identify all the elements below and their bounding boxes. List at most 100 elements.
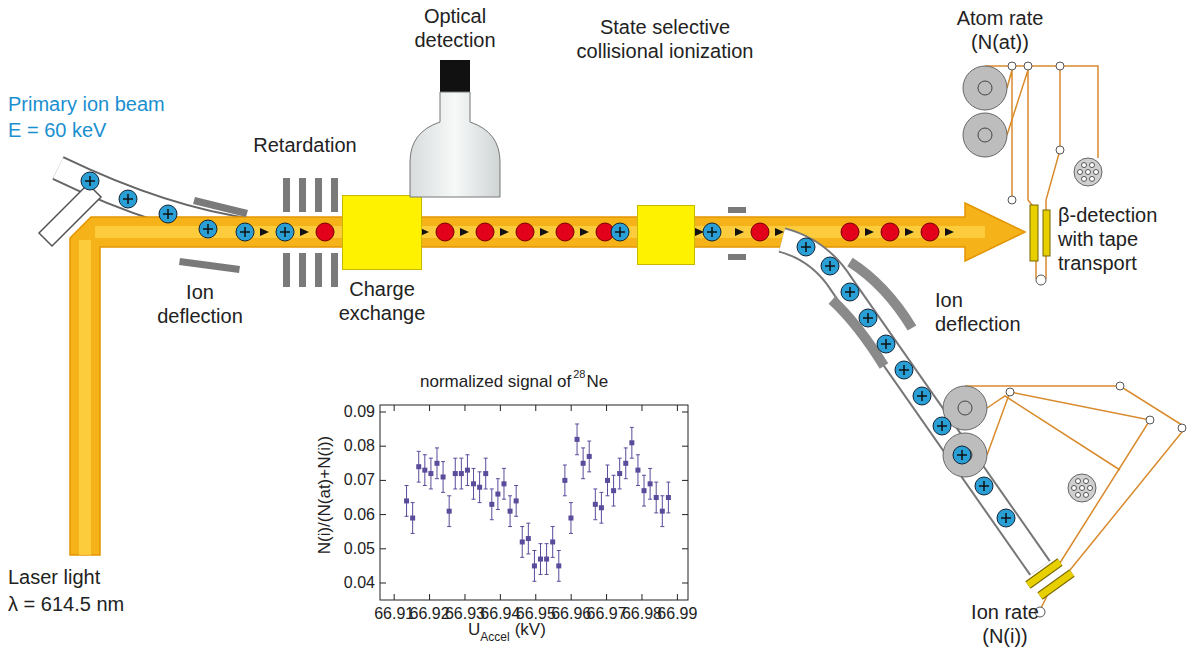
data-point: [599, 492, 604, 523]
small-electrodes: [728, 254, 746, 260]
x-tick-label: 66.95: [516, 604, 556, 623]
data-point: [635, 468, 640, 473]
ion: [899, 365, 909, 375]
data-point: [666, 482, 670, 513]
retardation-electrodes: [299, 253, 306, 287]
ion-tape-station: [1006, 388, 1014, 396]
atom-tape-station: [963, 62, 1102, 285]
data-point: [520, 527, 525, 558]
data-point: [453, 471, 458, 476]
ion: [975, 477, 993, 495]
ion: [163, 209, 173, 219]
ion-tape-station: [1040, 573, 1072, 596]
electrode-label: Ion deflection: [150, 280, 250, 328]
ion-tape-station: [1116, 382, 1124, 390]
beam-direction-arrow: [905, 228, 914, 236]
ion: [276, 223, 294, 241]
data-point: [538, 557, 543, 562]
data-point: [648, 468, 652, 499]
ion: [953, 446, 971, 464]
ion: [859, 309, 877, 327]
atom: [476, 223, 494, 241]
data-point: [551, 527, 555, 558]
x-tick-label: 66.93: [445, 604, 485, 623]
ion: [199, 220, 217, 238]
beam-direction-arrow: [865, 228, 874, 236]
data-point: [556, 563, 561, 568]
beam-direction-arrow: [260, 228, 269, 236]
x-tick: [571, 405, 572, 600]
data-point: [544, 544, 549, 575]
detector-label: Ion rate (N(i)): [955, 600, 1055, 648]
tape-pulley: [1088, 486, 1093, 491]
data-point: [556, 551, 561, 582]
y-tick: [380, 480, 688, 481]
ion: [236, 223, 254, 241]
data-point: [520, 527, 524, 558]
data-point: [417, 451, 421, 482]
data-point: [568, 516, 573, 521]
data-point: [477, 472, 482, 503]
ion: [119, 190, 137, 208]
ion: [975, 477, 993, 495]
beam-direction-arrow: [775, 228, 784, 236]
node-label: State selective collisional ionization: [565, 15, 765, 63]
tape-pulley: [1086, 170, 1091, 175]
atom: [436, 223, 454, 241]
ion: [159, 205, 177, 223]
data-point: [623, 448, 628, 479]
data-point: [484, 458, 488, 489]
data-point: [441, 462, 446, 493]
data-point: [477, 485, 482, 490]
data-point: [501, 481, 506, 486]
deflection-plates-right: [832, 262, 912, 366]
data-point: [629, 427, 634, 458]
retardation-electrodes: [315, 178, 322, 212]
wavelength-label: λ = 614.5 nm: [8, 592, 124, 616]
ion: [123, 194, 133, 204]
ion: [801, 242, 811, 252]
data-point: [490, 489, 494, 520]
data-point: [617, 458, 622, 489]
ion: [913, 387, 931, 405]
photomultiplier-cap: [440, 60, 470, 92]
data-point: [575, 424, 580, 455]
ion-tape-station: [987, 396, 1120, 470]
data-point: [545, 544, 549, 575]
ion: [703, 223, 721, 241]
retardation-electrodes: [331, 178, 338, 212]
cell-box: [637, 205, 695, 265]
ion: [895, 361, 913, 379]
data-point: [550, 539, 555, 544]
x-tick: [535, 405, 536, 600]
data-point: [636, 455, 640, 486]
data-point: [508, 496, 512, 527]
x-tick: [429, 405, 430, 600]
data-point: [660, 496, 664, 527]
data-point: [605, 465, 610, 496]
atom-tape-station: [1007, 66, 1060, 278]
data-point: [496, 479, 500, 510]
data-point: [526, 523, 530, 554]
axis-title: U: [468, 620, 480, 640]
x-tick: [394, 405, 395, 600]
data-point: [404, 486, 409, 517]
data-point: [483, 471, 488, 476]
data-point: [563, 465, 567, 496]
data-point: [410, 516, 415, 521]
data-point: [624, 448, 628, 479]
tape-pulley: [1072, 486, 1077, 491]
ion: [859, 309, 877, 327]
ion-branch-channel: [782, 240, 1040, 568]
data-point: [429, 458, 433, 489]
atom-tape-station: [978, 81, 992, 95]
data-point: [404, 498, 409, 503]
data-point: [581, 448, 585, 479]
ion: [615, 227, 625, 237]
data-point: [453, 458, 457, 489]
ion: [997, 509, 1015, 527]
beam-label: Primary ion beam: [8, 92, 165, 116]
ion: [957, 450, 967, 460]
data-point: [605, 478, 610, 483]
chart-frame: [380, 405, 688, 600]
